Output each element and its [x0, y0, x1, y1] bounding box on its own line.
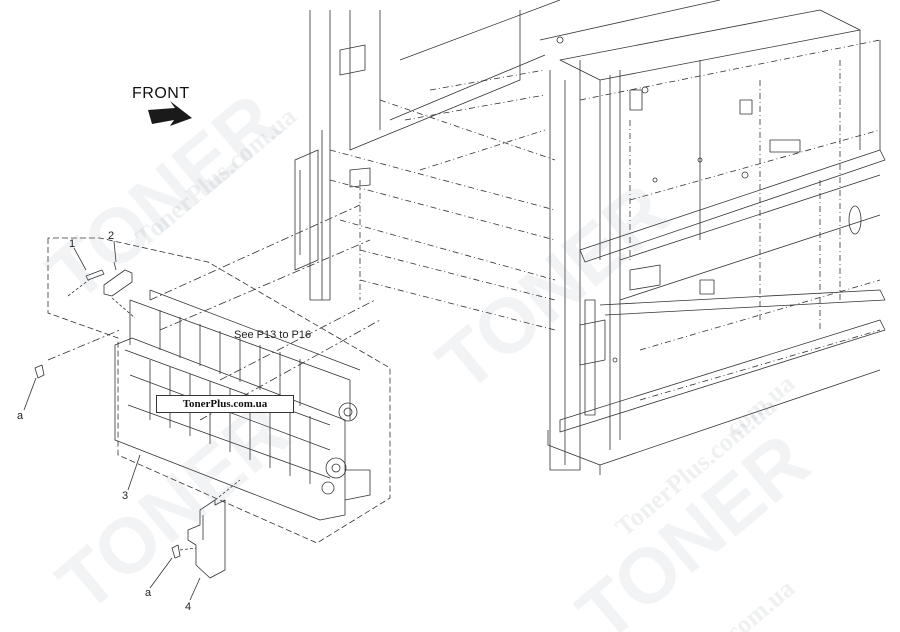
- assembly-boundary: [47, 237, 391, 544]
- screw-left: [34, 364, 45, 379]
- callout-a-bottom: a: [145, 587, 152, 599]
- callout-a-left: a: [17, 410, 24, 422]
- callout-1: 1: [69, 238, 76, 250]
- screw-bottom: [171, 544, 181, 559]
- site-label: TonerPlus.com.ua: [156, 395, 294, 413]
- front-label: FRONT: [132, 85, 190, 102]
- front-arrow-icon: [148, 101, 192, 126]
- callout-2: 2: [108, 230, 115, 242]
- callout-4: 4: [185, 601, 192, 613]
- main-frame: [294, 0, 886, 475]
- part-1-pin: [67, 269, 105, 297]
- callout-3: 3: [122, 490, 129, 502]
- part-2-clip: [103, 261, 136, 319]
- part-4-guide: [179, 479, 241, 579]
- leader-lines: [23, 240, 201, 601]
- reference-note: See P13 to P16: [234, 329, 312, 341]
